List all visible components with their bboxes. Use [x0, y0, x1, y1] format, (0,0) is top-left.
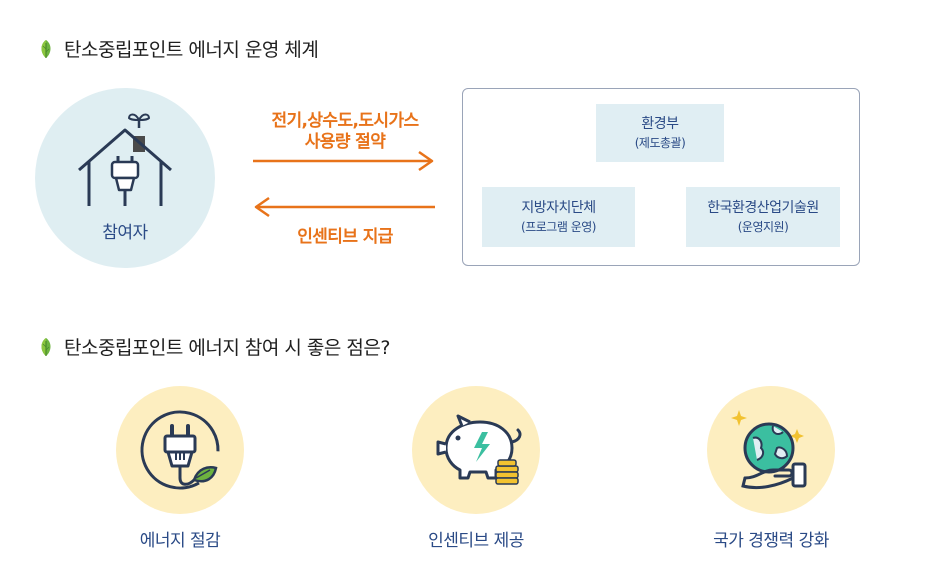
benefit-label: 에너지 절감 [139, 531, 221, 551]
section-title-text: 탄소중립포인트 에너지 운영 체계 [64, 39, 319, 61]
section-title-benefits: 탄소중립포인트 에너지 참여 시 좋은 점은? [36, 333, 390, 360]
org-name: 환경부 [641, 116, 679, 132]
leaf-icon [41, 337, 51, 356]
org-role: (프로그램 운영) [521, 220, 596, 234]
org-keiti: 한국환경산업기술원 (운영지원) [686, 187, 840, 247]
piggy-bank-icon [436, 414, 522, 485]
house-plug-icon [78, 113, 172, 206]
plug-leaf-icon [140, 410, 220, 490]
section-title-operation: 탄소중립포인트 에너지 운영 체계 [36, 35, 319, 62]
org-local-government: 지방자치단체 (프로그램 운영) [482, 187, 635, 247]
benefit-label: 인센티브 제공 [428, 531, 524, 551]
benefit-incentive: 인센티브 제공 [376, 386, 576, 551]
org-role: (제도총괄) [634, 136, 686, 150]
globe-hand-icon [731, 410, 807, 490]
org-role: (운영지원) [737, 220, 789, 234]
benefit-national-competitiveness: 국가 경쟁력 강화 [671, 386, 871, 551]
benefit-circle [707, 386, 835, 514]
org-ministry-of-environment: 환경부 (제도총괄) [596, 104, 724, 162]
usage-saving-line2: 사용량 절약 [304, 132, 386, 152]
participant-label: 참여자 [102, 223, 148, 243]
arrow-right-icon [253, 150, 434, 172]
benefit-energy-saving: 에너지 절감 [80, 386, 280, 551]
benefit-circle [116, 386, 244, 514]
section-title-text: 탄소중립포인트 에너지 참여 시 좋은 점은? [64, 337, 390, 359]
usage-saving-line1: 전기,상수도,도시가스 [271, 111, 419, 131]
org-name: 한국환경산업기술원 [707, 200, 819, 216]
benefit-label: 국가 경쟁력 강화 [713, 531, 829, 551]
arrow-left-icon [254, 196, 435, 218]
organization-box: 환경부 (제도총괄) 지방자치단체 (프로그램 운영) 한국환경산업기술원 (운… [462, 88, 860, 266]
benefit-circle [412, 386, 540, 514]
org-name: 지방자치단체 [521, 200, 596, 216]
leaf-icon [41, 39, 51, 58]
usage-saving-text: 전기,상수도,도시가스 사용량 절약 [240, 111, 450, 153]
incentive-payment-text: 인센티브 지급 [297, 227, 393, 247]
participant-circle: 참여자 [35, 88, 215, 268]
